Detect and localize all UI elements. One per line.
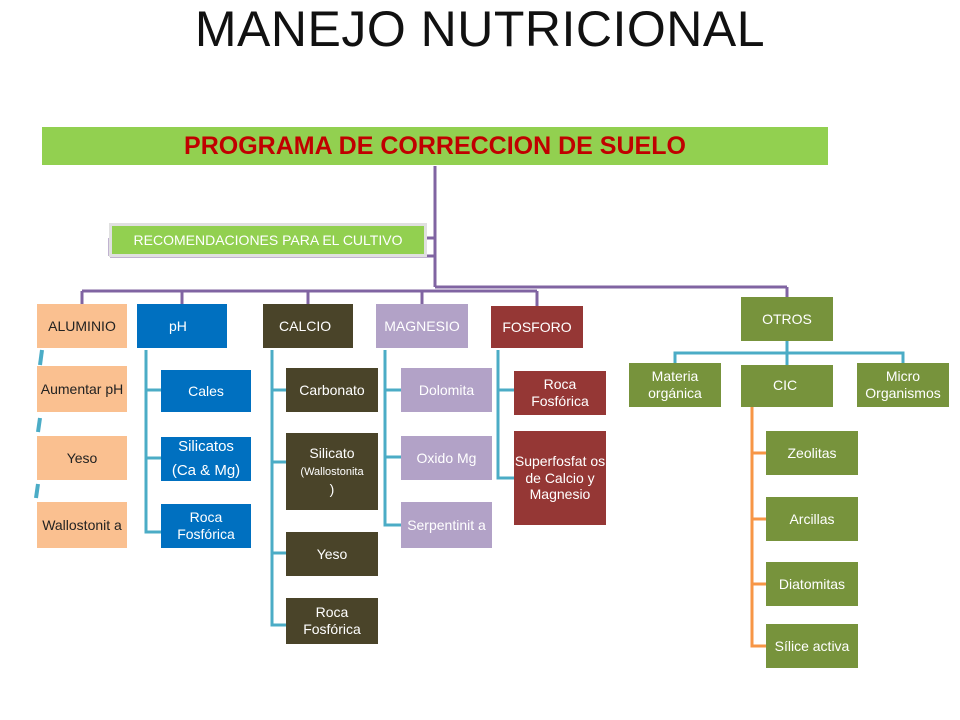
cic-item: Sílice activa xyxy=(766,624,858,668)
category-magnesio: MAGNESIO xyxy=(376,304,468,348)
magnesio-item: Serpentinit a xyxy=(401,502,492,548)
otros-item: Micro Organismos xyxy=(857,363,949,407)
root-node: PROGRAMA DE CORRECCION DE SUELO xyxy=(42,127,828,165)
ph-item: Silicatos (Ca & Mg) xyxy=(161,437,251,481)
calcio-item: Roca Fosfórica xyxy=(286,598,378,644)
calcio-item-line: Silicato xyxy=(309,445,355,462)
calcio-item: Yeso xyxy=(286,532,378,576)
fosforo-item: Roca Fosfórica xyxy=(514,371,606,415)
aluminio-item: Aumentar pH xyxy=(37,366,127,412)
aluminio-item: Wallostonit a xyxy=(37,502,127,548)
category-fosforo: FOSFORO xyxy=(491,306,583,348)
ph-item-line: (Ca & Mg) xyxy=(171,462,241,479)
ph-item: Roca Fosfórica xyxy=(161,504,251,548)
calcio-item: Carbonato xyxy=(286,368,378,412)
recommendation-node: RECOMENDACIONES PARA EL CULTIVO xyxy=(109,223,427,257)
cic-item: Diatomitas xyxy=(766,562,858,606)
fosforo-item: Superfosfat os de Calcio y Magnesio xyxy=(514,431,606,525)
otros-item-cic: CIC xyxy=(741,365,833,407)
calcio-item-line: ) xyxy=(329,481,335,498)
category-calcio: CALCIO xyxy=(263,304,353,348)
aluminio-item: Yeso xyxy=(37,436,127,480)
calcio-item: Silicato (Wallostonita ) xyxy=(286,433,378,510)
cic-item: Arcillas xyxy=(766,497,858,541)
ph-item: Cales xyxy=(161,370,251,412)
category-otros: OTROS xyxy=(741,297,833,341)
category-aluminio: ALUMINIO xyxy=(37,304,127,348)
page-title: MANEJO NUTRICIONAL xyxy=(194,1,766,57)
cic-item: Zeolitas xyxy=(766,431,858,475)
otros-item: Materia orgánica xyxy=(629,363,721,407)
magnesio-item: Dolomita xyxy=(401,368,492,412)
magnesio-item: Oxido Mg xyxy=(401,436,492,480)
calcio-item-line: (Wallostonita xyxy=(300,465,364,478)
category-ph: pH xyxy=(137,304,227,348)
ph-item-line: Silicatos xyxy=(178,438,234,455)
